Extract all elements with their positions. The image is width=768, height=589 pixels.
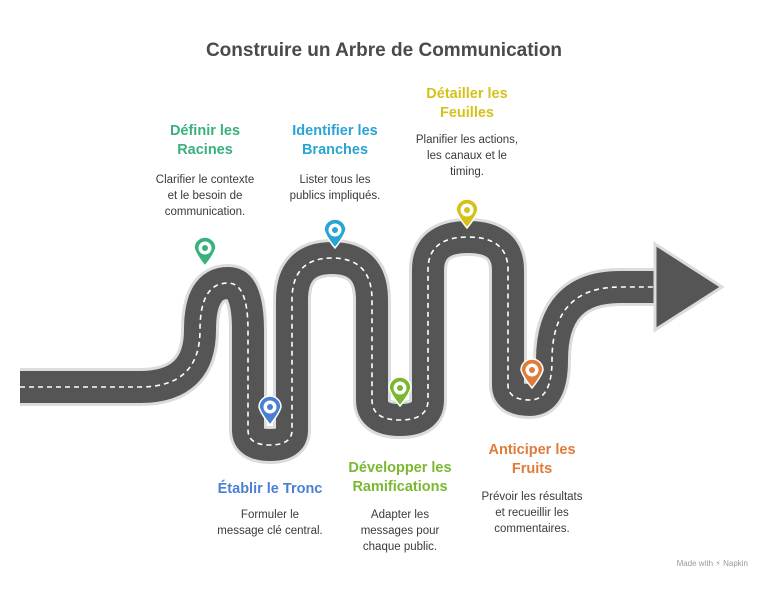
step-description-line: les canaux et le (427, 150, 507, 162)
step-description-line: Planifier les actions, (415, 134, 519, 146)
step-title-line: Ramifications (352, 479, 448, 495)
step-description-line: chaque public. (362, 541, 438, 553)
step-description: Clarifier le contexte et le besoin de comm… (135, 172, 275, 220)
step-description-line: commentaires. (494, 523, 570, 535)
step-description-line: publics impliqués. (289, 190, 381, 202)
step-title-line: Racines (177, 142, 233, 158)
diagram-title: Construire un Arbre de Communication (205, 40, 563, 61)
step-title-line: Anticiper les (488, 442, 576, 458)
location-pin-icon (455, 198, 479, 230)
step-description: Formuler le message clé central. (200, 507, 340, 539)
arrow-head (653, 241, 725, 333)
step-description-line: Formuler le (240, 509, 300, 521)
step-title-line: Feuilles (440, 105, 494, 121)
step-description-line: timing. (450, 166, 484, 178)
road-center-line (20, 236, 680, 446)
step-title: Établir le Tronc (200, 480, 340, 499)
step-description: Adapter les messages pour chaque public. (330, 507, 470, 555)
step-description-line: communication. (164, 206, 246, 218)
step-description: Prévoir les résultats et recueillir les co… (462, 489, 602, 537)
step-title-line: Définir les (169, 123, 241, 139)
step-title-line: Identifier les (292, 123, 378, 139)
step-title-line: Fruits (511, 461, 553, 477)
step-description-line: Clarifier le contexte (155, 174, 255, 186)
step-description-line: Lister tous les (299, 174, 371, 186)
step-description-line: message clé central. (217, 525, 323, 537)
step-description-line: Prévoir les résultats (481, 491, 583, 503)
step-description-line: et le besoin de (167, 190, 243, 202)
location-pin-icon (388, 376, 412, 408)
watermark: Made with ⚡ Napkin (676, 559, 748, 568)
step-title-line: Détailler les (426, 86, 508, 102)
step-description-line: Adapter les (370, 509, 430, 521)
location-pin-icon (258, 395, 282, 427)
location-pin-icon (323, 218, 347, 250)
step-title-line: Développer les (348, 460, 452, 476)
step-description-line: et recueillir les (495, 507, 569, 519)
step-title-line: Branches (301, 142, 369, 158)
location-pin-icon (520, 358, 544, 390)
step-description: Planifier les actions, les canaux et le ti… (397, 132, 537, 180)
step-description-line: messages pour (360, 525, 440, 537)
step-title-line: Établir le Tronc (217, 481, 323, 497)
location-pin-icon (193, 236, 217, 268)
step-description: Lister tous les publics impliqués. (265, 172, 405, 204)
